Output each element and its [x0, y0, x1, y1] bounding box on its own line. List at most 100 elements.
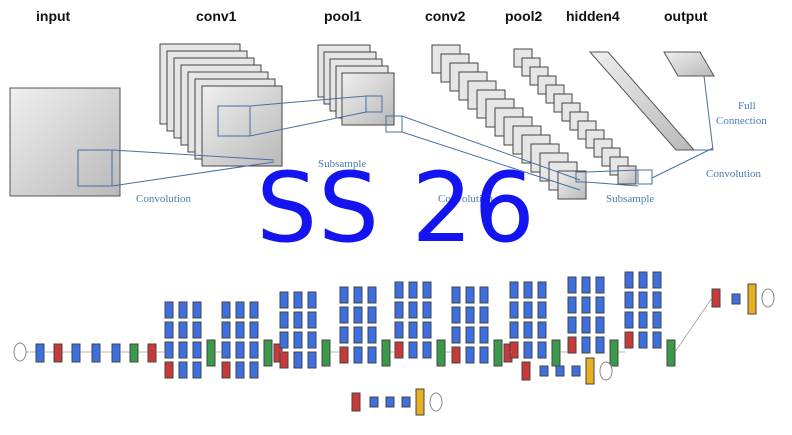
- inception-branch-node: [339, 326, 349, 344]
- inception-branch-node: [537, 321, 547, 339]
- inception-branch-node: [509, 341, 519, 359]
- graph-input-node: [13, 342, 27, 362]
- inception-concat-node: [206, 339, 216, 367]
- label-subsample-right: Subsample: [606, 193, 655, 205]
- inception-branch-node: [235, 321, 245, 339]
- conv1-stack: [159, 43, 283, 167]
- graph-edge: [674, 297, 713, 353]
- label-convolution-mid: Convolution: [438, 193, 494, 205]
- inception-branch-node: [422, 321, 432, 339]
- inception-branch-node: [164, 341, 174, 359]
- inception-branch-node: [509, 321, 519, 339]
- inception-branch-node: [192, 341, 202, 359]
- final-pool-node: [711, 288, 721, 308]
- inception-branch-node: [279, 311, 289, 329]
- aux-softmax-node: [585, 357, 595, 385]
- inception-branch-node: [523, 341, 533, 359]
- header-conv2: conv2: [425, 8, 466, 24]
- inception-branch-node: [192, 301, 202, 319]
- graph-stem-node: [53, 343, 63, 363]
- inception-branch-node: [638, 291, 648, 309]
- inception-branch-node: [638, 331, 648, 349]
- aux-conv-node: [369, 396, 379, 408]
- inception-branch-node: [367, 326, 377, 344]
- inception-branch-node: [465, 306, 475, 324]
- inception-branch-node: [465, 286, 475, 304]
- aux-output-node: [599, 361, 613, 381]
- conv1-feature-map: [201, 85, 283, 167]
- inception-branch-node: [652, 311, 662, 329]
- inception-branch-node: [249, 321, 259, 339]
- inception-concat-node: [551, 339, 561, 367]
- overlay-title: SS 26: [256, 152, 536, 264]
- inception-branch-node: [249, 361, 259, 379]
- inception-branch-node: [353, 306, 363, 324]
- pool2-stack: [513, 48, 637, 185]
- graph-stem-node: [129, 343, 139, 363]
- inception-branch-node: [537, 281, 547, 299]
- inception-branch-node: [235, 341, 245, 359]
- header-conv1: conv1: [196, 8, 237, 24]
- inception-branch-node: [293, 291, 303, 309]
- input-receptive-field: [77, 149, 113, 187]
- graph-stem-node: [147, 343, 157, 363]
- input-layer: [9, 87, 121, 197]
- inception-branch-node: [638, 311, 648, 329]
- inception-branch-node: [293, 311, 303, 329]
- inception-branch-node: [479, 286, 489, 304]
- inception-branch-node: [465, 326, 475, 344]
- inception-branch-node: [279, 351, 289, 369]
- inception-branch-node: [249, 301, 259, 319]
- inception-branch-node: [293, 331, 303, 349]
- inception-branch-node: [279, 331, 289, 349]
- inception-branch-node: [451, 286, 461, 304]
- aux-pool-node: [521, 361, 531, 381]
- label-full-line2: Connection: [716, 115, 767, 127]
- inception-branch-node: [624, 331, 634, 349]
- inception-branch-node: [652, 271, 662, 289]
- inception-branch-node: [624, 291, 634, 309]
- inception-branch-node: [339, 346, 349, 364]
- header-input: input: [36, 8, 71, 24]
- inception-branch-node: [394, 301, 404, 319]
- inception-branch-node: [509, 301, 519, 319]
- inception-branch-node: [479, 326, 489, 344]
- inception-branch-node: [293, 351, 303, 369]
- header-pool2: pool2: [505, 8, 543, 24]
- inception-branch-node: [394, 341, 404, 359]
- inception-branch-node: [595, 336, 605, 354]
- header-hidden4: hidden4: [566, 8, 620, 24]
- inception-branch-node: [581, 276, 591, 294]
- inception-branch-node: [178, 341, 188, 359]
- inception-branch-node: [178, 361, 188, 379]
- inception-branch-node: [367, 286, 377, 304]
- inception-branch-node: [595, 296, 605, 314]
- inception-branch-node: [537, 301, 547, 319]
- pool1-stack: [317, 44, 395, 126]
- inception-branch-node: [422, 341, 432, 359]
- graph-stem-node: [71, 343, 81, 363]
- inception-branch-node: [221, 361, 231, 379]
- aux-output-node: [429, 392, 443, 412]
- inception-branch-node: [192, 321, 202, 339]
- final-softmax-node: [747, 283, 757, 315]
- label-full-line1: Full: [738, 100, 756, 112]
- aux-fc-node: [571, 365, 581, 377]
- inception-branch-node: [652, 331, 662, 349]
- inception-branch-node: [422, 281, 432, 299]
- inception-concat-node: [263, 339, 273, 367]
- inception-branch-node: [353, 286, 363, 304]
- connector-lines: [111, 75, 714, 191]
- inception-branch-node: [408, 341, 418, 359]
- aux-fc-node: [555, 365, 565, 377]
- inception-branch-node: [307, 351, 317, 369]
- inception-branch-node: [567, 316, 577, 334]
- inception-branch-node: [353, 346, 363, 364]
- inception-branch-node: [408, 281, 418, 299]
- final-fc-node: [731, 293, 741, 305]
- inception-branch-node: [537, 341, 547, 359]
- inception-branch-node: [408, 301, 418, 319]
- inception-branch-node: [523, 301, 533, 319]
- inception-branch-node: [624, 311, 634, 329]
